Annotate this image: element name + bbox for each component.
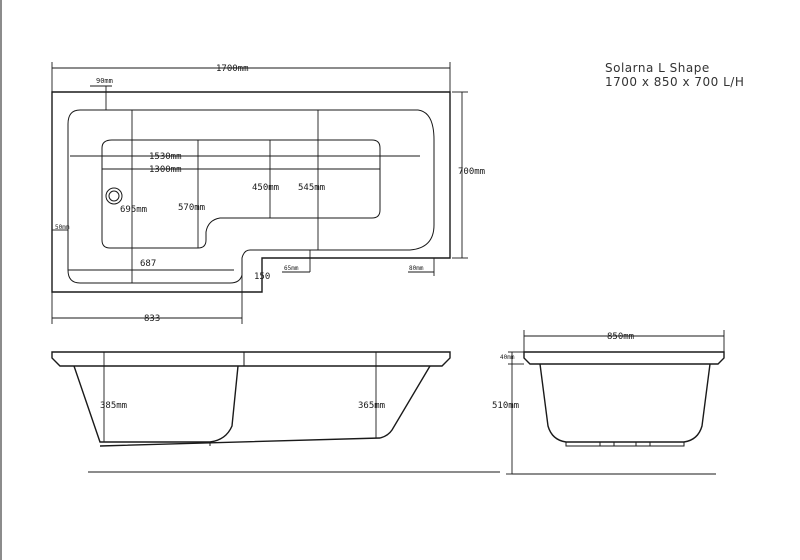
label-rim-right: 80mm — [409, 265, 424, 272]
end-body — [539, 363, 711, 443]
label-step-rim: 65mm — [284, 265, 299, 272]
label-rim-thickness: 40mm — [500, 354, 515, 361]
plan-view: 1700mm 90mm 700mm 50mm 80mm 65mm 1530mm … — [51, 62, 485, 324]
label-inner-width-step: 450mm — [252, 183, 279, 193]
label-rim-top: 90mm — [96, 77, 113, 85]
label-inner-width-full: 695mm — [120, 205, 147, 215]
label-inner-width-right: 545mm — [298, 183, 325, 193]
side-body-left — [73, 365, 239, 443]
end-foot-left — [599, 441, 615, 447]
end-foot-right — [635, 441, 651, 447]
label-end-width: 850mm — [607, 332, 634, 342]
end-view: 850mm 40mm 510mm — [492, 330, 725, 475]
label-inner-width-narrow: 570mm — [178, 203, 205, 213]
label-overall-width: 700mm — [458, 167, 485, 177]
label-total-height: 510mm — [492, 401, 519, 411]
plan-rim-outline — [67, 109, 435, 284]
label-depth-right: 365mm — [358, 401, 385, 411]
plan-basin-outline — [101, 139, 381, 249]
waste-outlet-outer — [105, 187, 123, 205]
label-step-depth: 150 — [254, 272, 270, 282]
title-line1: Solarna L Shape — [605, 61, 710, 75]
waste-outlet-inner — [108, 190, 120, 202]
label-depth-left: 385mm — [100, 401, 127, 411]
side-view: 385mm 365mm — [51, 351, 500, 473]
title-line2: 1700 x 850 x 700 L/H — [605, 75, 744, 89]
label-rim-left: 50mm — [55, 224, 70, 231]
side-rim — [51, 351, 451, 367]
label-inner-length-long: 1530mm — [149, 152, 182, 162]
end-base — [565, 442, 685, 447]
label-overall-length: 1700mm — [216, 64, 249, 74]
label-front-length: 833 — [144, 314, 160, 324]
end-rim — [523, 351, 725, 365]
side-body-right — [99, 365, 431, 447]
label-bottom-length: 687 — [140, 259, 156, 269]
label-inner-length-short: 1300mm — [149, 165, 182, 175]
